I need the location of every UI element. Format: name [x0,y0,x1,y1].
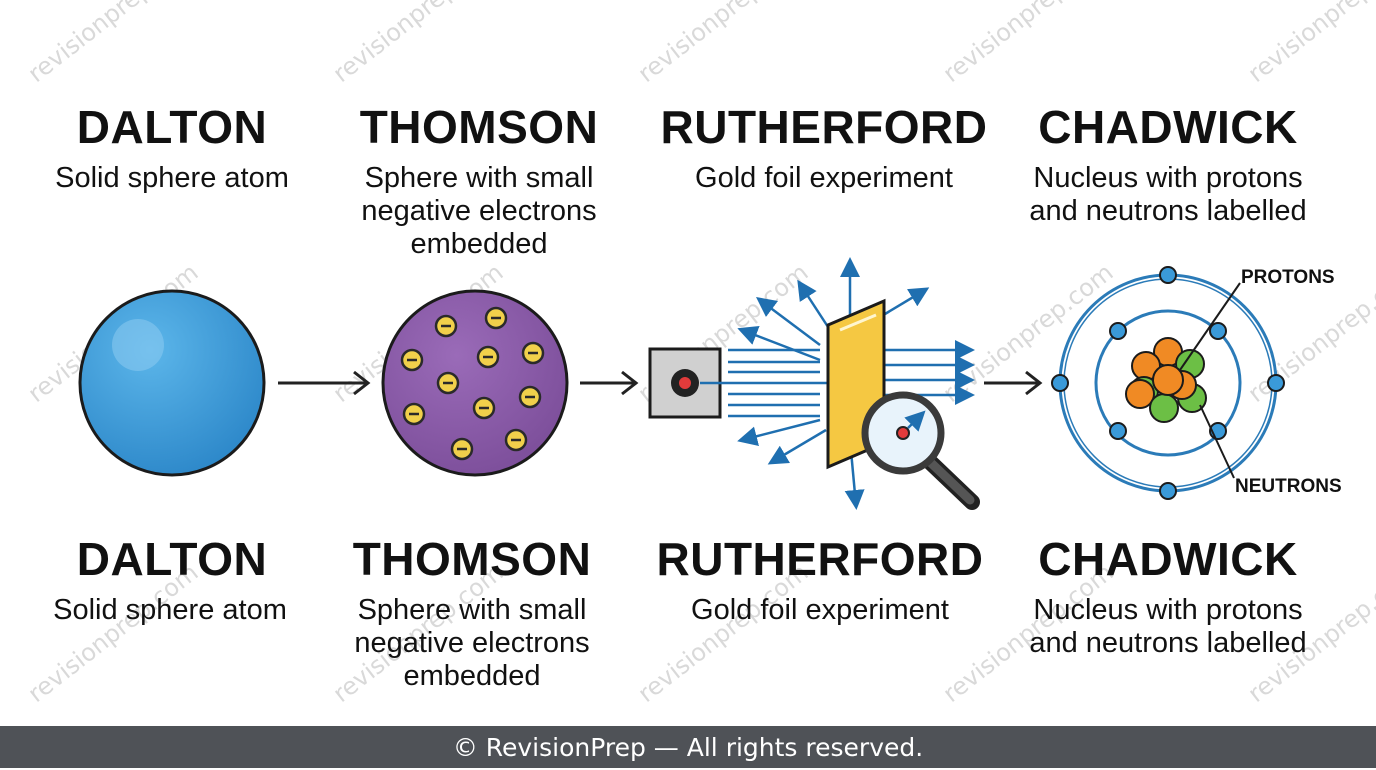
electron-icons [1051,266,1285,500]
arrow-icon [278,370,371,396]
chadwick-title-top: CHADWICK [1038,101,1298,153]
thomson-title-top: THOMSON [359,101,599,153]
protons-pointer [1179,282,1241,371]
arrow-icon [580,370,639,396]
rutherford-title-bottom: RUTHERFORD [656,533,984,585]
dalton-desc-top: Solid sphere atom [55,162,289,194]
atomic-models-diagram: PROTONS NEUTRONS [78,257,1342,510]
thomson-desc-bottom: Sphere with small negative electrons emb… [354,594,590,692]
rutherford-experiment [648,257,980,510]
rutherford-desc-top: Gold foil experiment [695,162,953,194]
chadwick-desc-top: Nucleus with protons and neutrons labell… [1029,162,1307,227]
thomson-desc-top: Sphere with small negative electrons emb… [361,162,597,260]
chadwick-title-bottom: CHADWICK [1038,533,1298,585]
neutrons-label: NEUTRONS [1235,476,1342,497]
copyright-footer: © RevisionPrep — All rights reserved. [0,726,1376,768]
nucleus [1125,337,1207,423]
arrow-icon [984,370,1043,396]
rutherford-title-top: RUTHERFORD [660,101,988,153]
rutherford-desc-bottom: Gold foil experiment [691,594,949,626]
chadwick-desc-bottom: Nucleus with protons and neutrons labell… [1029,594,1307,659]
dalton-desc-bottom: Solid sphere atom [53,594,287,626]
chadwick-atom: PROTONS NEUTRONS [1051,266,1342,500]
magnifier-icon [861,391,980,510]
protons-label: PROTONS [1241,267,1335,288]
thomson-sphere [381,289,569,477]
alpha-source [648,347,722,419]
dalton-title-top: DALTON [76,101,268,153]
neutrons-pointer [1199,404,1235,479]
dalton-title-bottom: DALTON [76,533,268,585]
dalton-sphere [78,289,266,477]
thomson-title-bottom: THOMSON [352,533,592,585]
